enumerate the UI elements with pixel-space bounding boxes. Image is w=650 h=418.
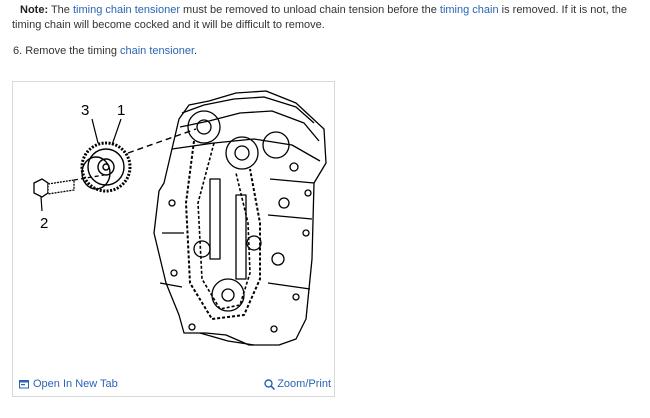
open-in-new-tab-link[interactable]: Open In New Tab [19,378,118,390]
callout-3: 3 [81,102,89,119]
figure-toolbar: Open In New Tab Zoom/Print [13,376,334,396]
zoom-print-label: Zoom/Print [277,378,331,390]
note-text-2: must be removed to unload chain tension … [180,4,440,16]
note-label: Note: [20,4,49,16]
step-6: 6. Remove the timing chain tensioner. [13,44,197,58]
open-tab-icon [19,379,29,389]
step-text: 6. Remove the timing [13,45,120,57]
zoom-icon [264,378,276,390]
chain-tensioner-link[interactable]: chain tensioner [120,45,194,57]
engine-timing-diagram: 3 1 2 [33,90,327,346]
step-period: . [194,45,198,57]
note-paragraph: Note: The timing chain tensioner must be… [12,3,642,32]
note-text-1: The [48,4,73,16]
open-in-new-tab-label: Open In New Tab [33,378,118,390]
callout-1: 1 [117,102,125,119]
timing-chain-link[interactable]: timing chain [439,4,499,16]
timing-chain-tensioner-link[interactable]: timing chain tensioner [72,4,180,16]
figure-card: 3 1 2 Open In New Tab Zoom/Print [12,81,335,397]
note-text-3: is removed. If it is not, the timing cha… [12,4,627,31]
zoom-print-link[interactable]: Zoom/Print [264,378,331,390]
callout-2: 2 [40,215,48,232]
